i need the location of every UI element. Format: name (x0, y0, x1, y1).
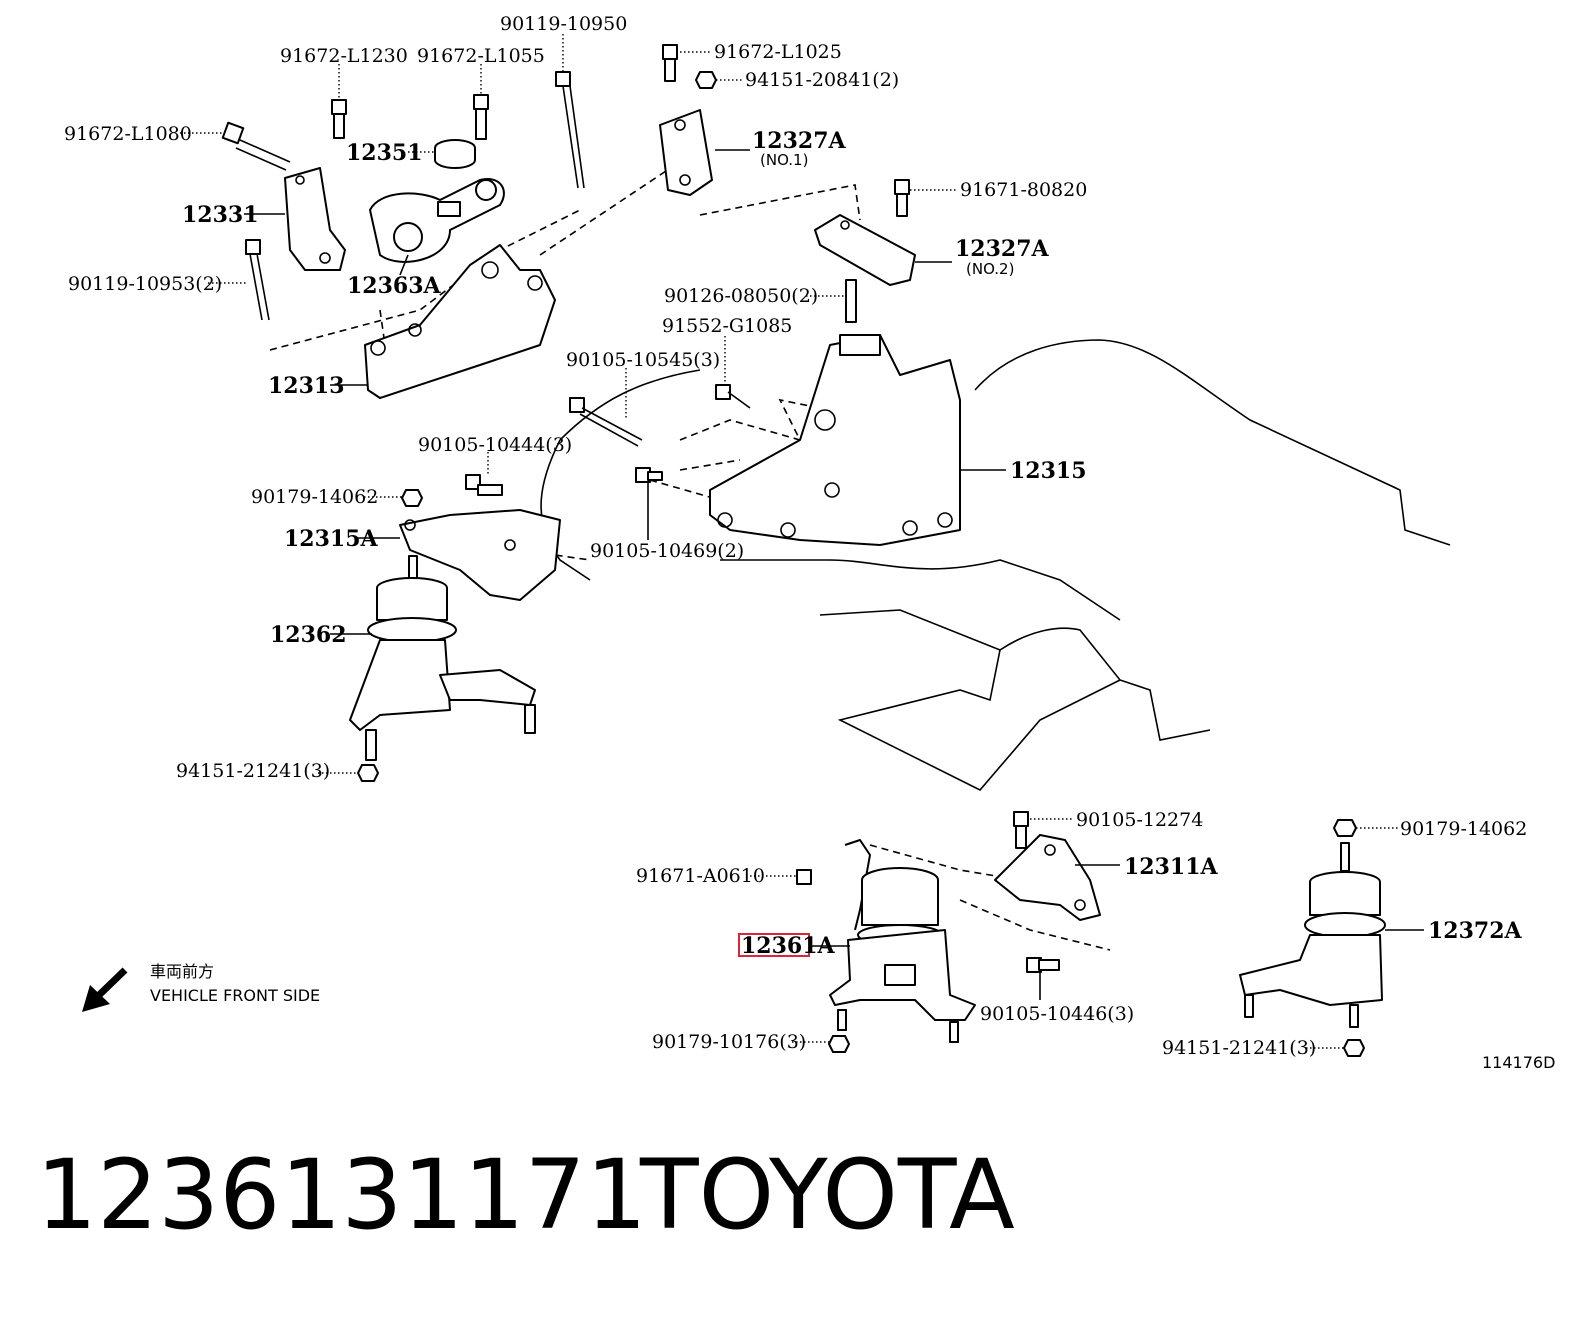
label-90119-10950: 90119-10950 (500, 13, 627, 35)
bolt-91671-A0610 (796, 869, 812, 885)
label-12362: 12362 (270, 622, 347, 648)
bolt-90119-10953 (245, 239, 270, 321)
label-90126-08050: 90126-08050(2) (664, 285, 818, 307)
label-12361A: 12361A (741, 933, 836, 959)
bracket-12331 (284, 167, 346, 271)
label-12327A-no1: 12327A (752, 128, 847, 154)
label-12327A-no2: 12327A (955, 236, 1050, 262)
nut-94151-20841 (695, 71, 717, 89)
bolt-90105-12274 (1013, 811, 1029, 849)
bolt-90105-10469 (635, 467, 663, 483)
label-no1: (NO.1) (760, 151, 808, 169)
leader-lines (180, 34, 1424, 1049)
label-91672-L1230: 91672-L1230 (280, 45, 408, 67)
label-90105-12274: 90105-12274 (1076, 809, 1203, 831)
label-12372A: 12372A (1428, 918, 1523, 944)
bracket-12327A-no2 (814, 214, 916, 286)
nut-90179-10176 (828, 1035, 850, 1053)
bracket-12315A (399, 509, 561, 601)
direction-en: VEHICLE FRONT SIDE (150, 986, 320, 1005)
front-direction: 車両前方 VEHICLE FRONT SIDE (82, 962, 320, 1012)
rod-12363A (369, 178, 505, 263)
parts-diagram: 90119-10950 91672-L1230 91672-L1055 9167… (64, 13, 1555, 1072)
nut-90179-14062-a (401, 489, 423, 507)
label-91671-80820: 91671-80820 (960, 179, 1087, 201)
label-12331: 12331 (182, 202, 259, 228)
label-12315A: 12315A (284, 526, 379, 552)
footer-brand: TOYOTA (640, 1139, 1015, 1251)
diagram-id: 114176D (1482, 1053, 1555, 1072)
label-91672-L1025: 91672-L1025 (714, 41, 842, 63)
bolt-91672-L1230 (331, 99, 347, 139)
footer-part-number: 1236131171 (36, 1139, 647, 1251)
mount-12361A (829, 839, 976, 1043)
mount-12362 (349, 555, 536, 761)
label-12311A: 12311A (1124, 854, 1219, 880)
label-no2: (NO.2) (966, 260, 1014, 278)
label-91672-L1080: 91672-L1080 (64, 123, 192, 145)
bolt-90119-10950 (555, 71, 585, 189)
bolt-90105-10545 (569, 397, 643, 447)
label-91672-L1055: 91672-L1055 (417, 45, 545, 67)
bolt-91672-L1025 (662, 44, 678, 82)
label-90105-10444: 90105-10444(3) (418, 434, 572, 456)
bracket-12327A-no1 (659, 109, 713, 196)
label-90105-10446: 90105-10446(3) (980, 1003, 1134, 1025)
bolt-91672-L1055 (473, 94, 489, 140)
arrow-down-left-icon (82, 967, 128, 1012)
bushing-12351 (434, 139, 476, 169)
label-91552-G1085: 91552-G1085 (662, 315, 792, 337)
label-90105-10469: 90105-10469(2) (590, 540, 744, 562)
nut-94151-21241-a (357, 764, 379, 782)
footer: 1236131171 TOYOTA (0, 1110, 1592, 1310)
label-94151-21241-a: 94151-21241(3) (176, 760, 330, 782)
label-91671-A0610: 91671-A0610 (636, 865, 765, 887)
direction-jp: 車両前方 (150, 962, 214, 981)
engine-outline (540, 339, 1451, 791)
label-90119-10953: 90119-10953(2) (68, 273, 222, 295)
stud-90126-08050 (845, 279, 857, 323)
label-12313: 12313 (268, 373, 345, 399)
label-12315: 12315 (1010, 458, 1087, 484)
highlight-box (738, 933, 810, 957)
label-12363A: 12363A (347, 273, 442, 299)
bolt-90105-10446 (1026, 957, 1060, 973)
part-labels: 90119-10950 91672-L1230 91672-L1055 9167… (64, 13, 1527, 1059)
bolt-90105-10444 (465, 474, 503, 496)
bracket-12311A (994, 834, 1101, 921)
bracket-12315 (709, 334, 961, 546)
bolt-91671-80820 (894, 179, 910, 217)
label-90105-10545: 90105-10545(3) (566, 349, 720, 371)
label-12351: 12351 (346, 140, 423, 166)
mount-12372A (1239, 819, 1386, 1028)
bolt-91672-L1080 (221, 121, 291, 171)
label-90179-14062-b: 90179-14062 (1400, 818, 1527, 840)
label-90179-14062-a: 90179-14062 (251, 486, 378, 508)
nut-94151-21241-b (1343, 1039, 1365, 1057)
label-94151-20841: 94151-20841(2) (745, 69, 899, 91)
bolt-91552-G1085 (715, 384, 751, 409)
label-90179-10176: 90179-10176(3) (652, 1031, 806, 1053)
bracket-12313 (364, 244, 556, 399)
label-94151-21241-b: 94151-21241(3) (1162, 1037, 1316, 1059)
